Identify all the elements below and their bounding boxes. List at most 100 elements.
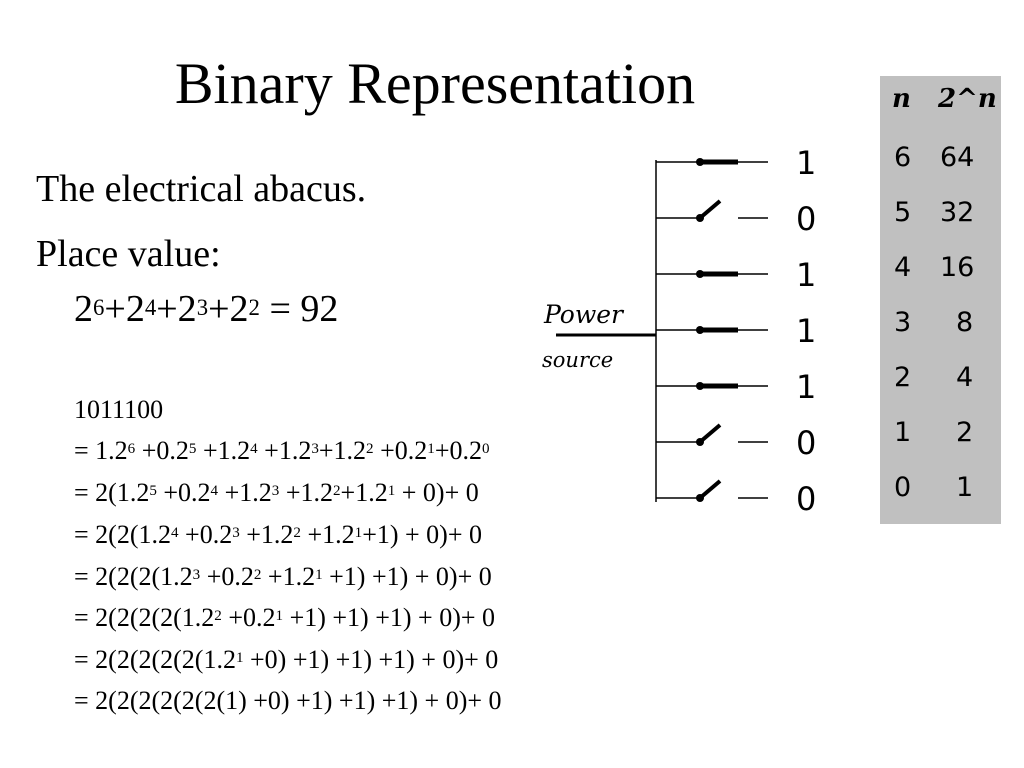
formula-exp: 3 bbox=[196, 294, 209, 320]
expression-term: +1.2 bbox=[300, 520, 355, 549]
table-cell-value: 1 bbox=[956, 472, 974, 503]
table-cell-value: 32 bbox=[940, 197, 975, 228]
exponent: 4 bbox=[170, 524, 179, 541]
exponent: 5 bbox=[149, 482, 157, 499]
formula-term: +2 bbox=[104, 288, 145, 330]
exponent: 5 bbox=[188, 440, 197, 457]
expression-term: +0.2 bbox=[434, 436, 482, 465]
formula-exp: 2 bbox=[248, 294, 260, 320]
expression-term: +1) +1) +1) + 0)+ 0 bbox=[283, 603, 496, 632]
expression-term: +1.2 bbox=[218, 478, 272, 507]
formula-term: +2 bbox=[156, 288, 197, 330]
expression-term: = 2(2(2(1.2 bbox=[74, 562, 193, 591]
exponent: 3 bbox=[232, 524, 240, 541]
table-cell-n: 3 bbox=[894, 307, 912, 338]
formula-result: = 92 bbox=[259, 288, 339, 330]
expression-term: +0.2 bbox=[373, 436, 428, 465]
formula-exp: 4 bbox=[144, 294, 157, 320]
bit-label: 0 bbox=[796, 200, 816, 238]
binary-number: 1011100 bbox=[74, 395, 164, 424]
table-cell-n: 0 bbox=[894, 472, 912, 503]
exponent: 1 bbox=[275, 607, 284, 624]
expression-term: +0.2 bbox=[156, 478, 211, 507]
exponent: 1 bbox=[387, 482, 396, 499]
bullet-place-value: Place value: bbox=[36, 233, 221, 275]
table-cell-value: 8 bbox=[956, 307, 974, 338]
table-header-n: n bbox=[892, 84, 911, 114]
exponent: 2 bbox=[214, 607, 222, 624]
table-cell-n: 1 bbox=[894, 417, 912, 448]
expression-term: +1) + 0)+ 0 bbox=[362, 520, 482, 549]
exponent: 2 bbox=[253, 566, 262, 583]
formula-term: 2 bbox=[74, 288, 93, 330]
expression-term: = 2(2(1.2 bbox=[74, 520, 171, 549]
table-cell-value: 2 bbox=[956, 417, 974, 448]
exponent: 1 bbox=[235, 649, 244, 666]
exponent: 0 bbox=[481, 440, 490, 457]
table-cell-n: 2 bbox=[894, 362, 912, 393]
expression-term: = 2(1.2 bbox=[74, 478, 150, 507]
table-cell-n: 6 bbox=[894, 142, 912, 173]
expression-term: = 2(2(2(2(1.2 bbox=[74, 603, 215, 632]
power-label: Power bbox=[543, 300, 625, 329]
exponent: 6 bbox=[127, 440, 136, 457]
table-cell-n: 5 bbox=[894, 197, 912, 228]
source-label: source bbox=[542, 348, 613, 372]
exponent: 2 bbox=[332, 482, 341, 499]
expression-term: + 0)+ 0 bbox=[395, 478, 479, 507]
bullet-abacus: The electrical abacus. bbox=[36, 168, 367, 210]
expansion-line: = 2(2(2(2(1.22 +0.21 +1) +1) +1) + 0)+ 0 bbox=[74, 598, 495, 638]
expression-term: +0) +1) +1) +1) + 0)+ 0 bbox=[243, 645, 499, 674]
expression-term: +1.2 bbox=[318, 436, 367, 465]
table-cell-value: 64 bbox=[940, 142, 975, 173]
bit-label: 0 bbox=[796, 424, 816, 462]
switch-open-lever bbox=[698, 199, 722, 220]
exponent: 1 bbox=[427, 440, 435, 457]
expansion-line: = 2(2(2(2(2(1.21 +0) +1) +1) +1) + 0)+ 0 bbox=[74, 640, 498, 680]
table-cell-value: 16 bbox=[940, 252, 975, 283]
expression-term: +1.2 bbox=[261, 562, 316, 591]
place-value-table: n 2^n 6 64 5 32 4 16 3 8 2 4 1 2 0 1 bbox=[880, 76, 1001, 524]
exponent: 4 bbox=[250, 440, 258, 457]
slide-title: Binary Representation bbox=[174, 51, 696, 116]
exponent: 2 bbox=[293, 524, 301, 541]
expression-term: = 1.2 bbox=[74, 436, 128, 465]
expression-term: = 2(2(2(2(2(1.2 bbox=[74, 645, 236, 674]
bit-label: 1 bbox=[796, 312, 816, 350]
table-header-power: 2^n bbox=[938, 84, 997, 114]
expansion-line: = 2(2(2(2(2(2(1) +0) +1) +1) +1) + 0)+ 0 bbox=[74, 681, 502, 721]
exponent: 2 bbox=[366, 440, 374, 457]
expression-term: +1.2 bbox=[279, 478, 333, 507]
electrical-abacus-diagram: Power source 1 0 1 1 1 0 0 bbox=[542, 145, 816, 515]
bit-label: 1 bbox=[796, 145, 816, 182]
expansion-line: = 1.26 +0.25 +1.24 +1.23+1.22 +0.21+0.20 bbox=[74, 431, 490, 471]
expression-term: +1.2 bbox=[340, 478, 388, 507]
exponent: 4 bbox=[210, 482, 219, 499]
expression-term: +1.2 bbox=[257, 436, 312, 465]
expansion-line: = 2(2(2(1.23 +0.22 +1.21 +1) +1) + 0)+ 0 bbox=[74, 557, 492, 597]
expansion-line: = 2(2(1.24 +0.23 +1.22 +1.21+1) + 0)+ 0 bbox=[74, 515, 482, 555]
exponent: 1 bbox=[354, 524, 363, 541]
formula-exp: 6 bbox=[93, 294, 105, 320]
expression-term: +1.2 bbox=[196, 436, 251, 465]
bit-label: 0 bbox=[796, 480, 816, 515]
expansion-line: = 2(1.25 +0.24 +1.23 +1.22+1.21 + 0)+ 0 bbox=[74, 473, 479, 513]
exponent: 3 bbox=[192, 566, 201, 583]
expression-term: = 2(2(2(2(2(2(1) +0) +1) +1) +1) + 0)+ 0 bbox=[74, 686, 502, 715]
table-cell-n: 4 bbox=[894, 252, 912, 283]
expression-term: +0.2 bbox=[178, 520, 233, 549]
table-cell-value: 4 bbox=[956, 362, 974, 393]
bit-label: 1 bbox=[796, 368, 816, 406]
switch-open-lever bbox=[698, 479, 722, 500]
exponent: 3 bbox=[311, 440, 319, 457]
expression-term: +0.2 bbox=[200, 562, 254, 591]
bit-label: 1 bbox=[796, 256, 816, 294]
exponent: 3 bbox=[271, 482, 280, 499]
place-value-formula: 26+24+23+22 = 92 bbox=[74, 286, 338, 332]
exponent: 1 bbox=[315, 566, 323, 583]
expression-term: +0.2 bbox=[221, 603, 276, 632]
expression-term: +0.2 bbox=[135, 436, 189, 465]
expression-term: +1.2 bbox=[239, 520, 294, 549]
formula-term: +2 bbox=[208, 288, 249, 330]
expression-term: +1) +1) + 0)+ 0 bbox=[322, 562, 492, 591]
